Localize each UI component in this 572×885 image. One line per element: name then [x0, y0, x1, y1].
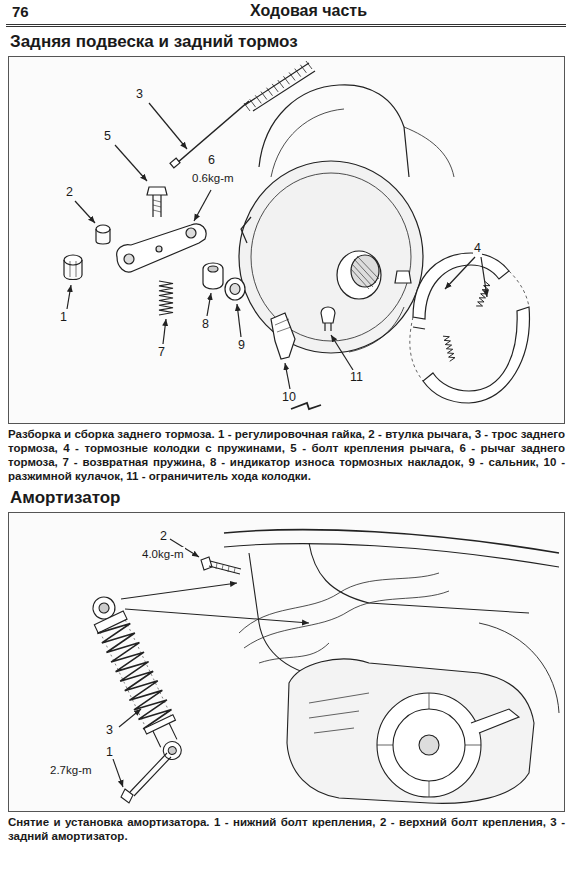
callout-number: 2	[159, 529, 168, 543]
torque-value: 4.0kg-m	[141, 547, 185, 561]
callout-number: 11	[349, 370, 364, 384]
figure-caption: Снятие и установка амортизатора. 1 - ниж…	[8, 815, 565, 843]
shock-coil	[97, 619, 173, 729]
section-heading: Задняя подвеска и задний тормоз	[10, 32, 562, 52]
shoe-spring-coil	[476, 282, 491, 308]
running-title: Ходовая часть	[250, 2, 367, 20]
shoe-spring-coil	[443, 335, 456, 362]
callout-number: 1	[105, 745, 114, 759]
callout-number: 1	[59, 310, 68, 324]
brake-illustration	[9, 57, 564, 423]
callout-number: 5	[103, 129, 112, 143]
section-heading: Амортизатор	[10, 488, 562, 508]
shoe-spring	[476, 282, 491, 308]
torque-value: 0.6kg-m	[191, 171, 235, 185]
figure-caption-box: Разборка и сборка заднего тормоза. 1 - р…	[8, 427, 565, 483]
shoe-spring	[443, 335, 456, 362]
callout-number: 7	[157, 345, 166, 359]
callout-number: 4	[473, 241, 482, 255]
callout-number: 10	[281, 390, 297, 404]
callout-number: 8	[201, 317, 210, 331]
section-heading-box: Амортизатор	[10, 488, 562, 508]
section-heading-box: Задняя подвеска и задний тормоз	[10, 32, 562, 52]
callout-number: 2	[65, 185, 74, 199]
callout-number: 9	[237, 338, 246, 352]
running-header: 76 Ходовая часть	[6, 0, 566, 27]
return-spring	[159, 281, 173, 315]
torque-value: 2.7kg-m	[49, 763, 93, 777]
callout-number: 6	[207, 153, 216, 167]
callout-number: 3	[135, 87, 144, 101]
figure-caption: Разборка и сборка заднего тормоза. 1 - р…	[8, 427, 565, 483]
page-number: 76	[12, 3, 29, 20]
brake-figure: 3 5 6 0.6kg-m 2 1 7 8 9 10 11 4	[8, 56, 565, 424]
callout-number: 3	[105, 723, 114, 737]
shock-figure: 2 4.0kg-m 3 1 2.7kg-m	[8, 512, 565, 812]
figure-caption-box: Снятие и установка амортизатора. 1 - ниж…	[8, 815, 565, 843]
